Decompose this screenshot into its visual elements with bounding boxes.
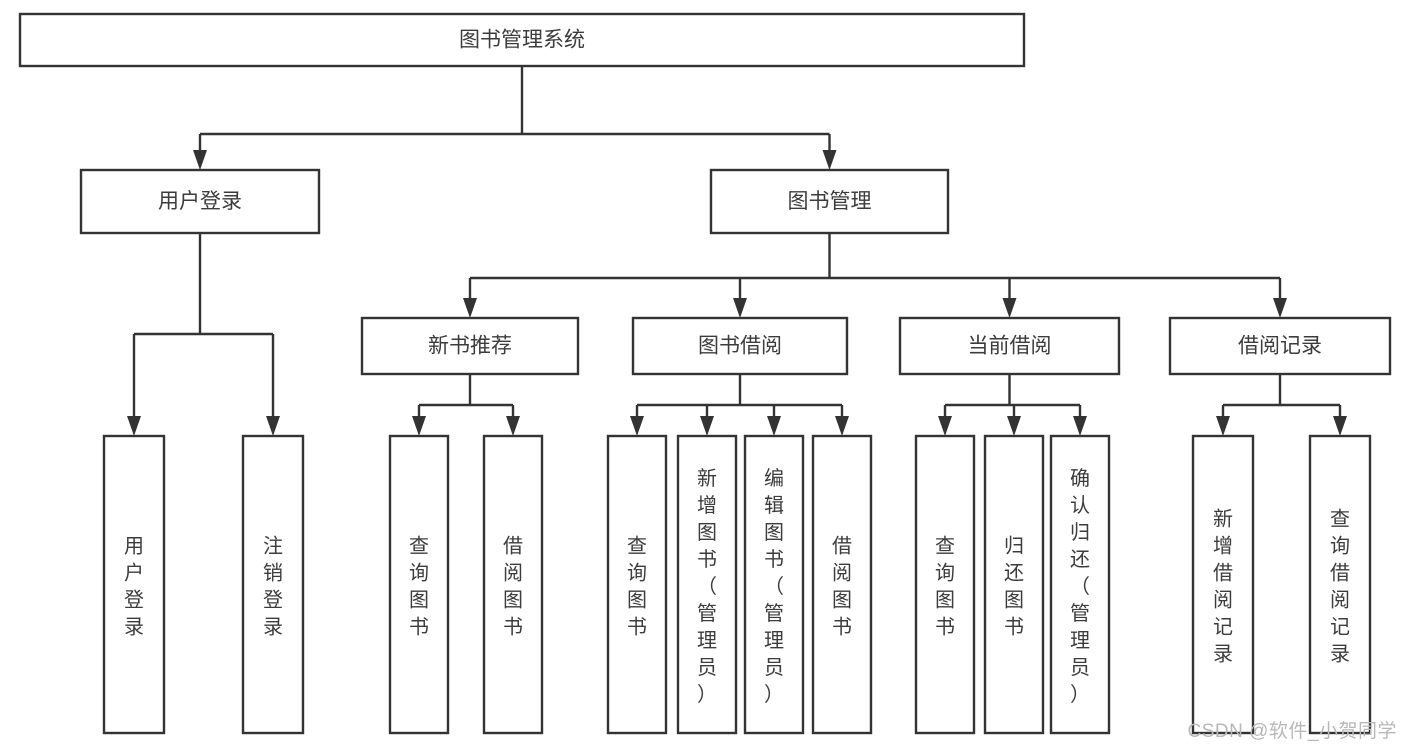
arrow-head bbox=[700, 416, 714, 436]
node-label-root: 图书管理系统 bbox=[459, 29, 585, 52]
node-box-leaf-borrow-book[interactable] bbox=[811, 434, 873, 735]
node-leaf-user-login[interactable]: 用户登录 bbox=[102, 434, 166, 735]
node-book-manage[interactable]: 图书管理 bbox=[709, 168, 950, 235]
arrow-head bbox=[463, 298, 477, 318]
node-leaf-query-borrow-record[interactable]: 查询借阅记录 bbox=[1308, 434, 1372, 735]
node-leaf-query-book-cur[interactable]: 查询图书 bbox=[914, 434, 976, 735]
node-leaf-edit-book[interactable]: 编辑图书（管理员） bbox=[743, 434, 805, 735]
arrow-head bbox=[938, 416, 952, 436]
node-box-leaf-return-book[interactable] bbox=[983, 434, 1045, 735]
arrow-head bbox=[1273, 298, 1287, 318]
arrow-head bbox=[822, 150, 837, 170]
node-box-book-manage[interactable] bbox=[709, 168, 950, 235]
node-box-leaf-query-book-cur[interactable] bbox=[914, 434, 976, 735]
node-leaf-borrow-book[interactable]: 借阅图书 bbox=[811, 434, 873, 735]
arrow-head bbox=[506, 416, 520, 436]
node-label-user-login: 用户登录 bbox=[158, 190, 242, 213]
arrow-head bbox=[127, 416, 141, 436]
edge-edge-bookborrow-to-leaves bbox=[630, 374, 849, 436]
edge-edge-currentborrow-to-leaves bbox=[938, 374, 1087, 436]
node-leaf-add-borrow-record[interactable]: 新增借阅记录 bbox=[1191, 434, 1255, 735]
node-borrow-record[interactable]: 借阅记录 bbox=[1168, 316, 1392, 376]
node-label-leaf-edit-book: 编辑图书（管理员） bbox=[764, 467, 784, 706]
node-label-leaf-query-book-rec: 查询图书 bbox=[409, 535, 429, 639]
arrow-head bbox=[630, 416, 644, 436]
node-box-leaf-edit-book[interactable] bbox=[743, 434, 805, 735]
node-box-current-borrow[interactable] bbox=[898, 316, 1121, 376]
node-label-new-book-rec: 新书推荐 bbox=[428, 335, 512, 358]
nodes-layer: 图书管理系统用户登录图书管理新书推荐图书借阅当前借阅借阅记录用户登录注销登录查询… bbox=[18, 12, 1392, 735]
node-label-leaf-user-logout: 注销登录 bbox=[263, 535, 283, 639]
node-box-leaf-borrow-book-rec[interactable] bbox=[482, 434, 544, 735]
node-label-leaf-query-borrow-record: 查询借阅记录 bbox=[1330, 508, 1350, 666]
node-box-leaf-add-borrow-record[interactable] bbox=[1191, 434, 1255, 735]
node-label-current-borrow: 当前借阅 bbox=[968, 335, 1052, 358]
node-box-leaf-query-borrow-record[interactable] bbox=[1308, 434, 1372, 735]
node-label-leaf-user-login: 用户登录 bbox=[124, 536, 144, 639]
node-box-root[interactable] bbox=[18, 12, 1026, 68]
edge-edge-userlogin-to-leaves bbox=[127, 233, 280, 436]
node-label-leaf-query-book-cur: 查询图书 bbox=[935, 535, 955, 639]
node-box-borrow-record[interactable] bbox=[1168, 316, 1392, 376]
node-label-leaf-query-book-borrow: 查询图书 bbox=[627, 535, 647, 639]
watermark-text: CSDN @软件_小贺同学 bbox=[1187, 721, 1397, 742]
arrow-head bbox=[1073, 416, 1087, 436]
node-label-leaf-return-book: 归还图书 bbox=[1004, 535, 1024, 639]
arrow-head bbox=[193, 150, 207, 170]
arrow-head bbox=[266, 416, 280, 436]
edges-layer bbox=[127, 66, 1347, 436]
node-leaf-borrow-book-rec[interactable]: 借阅图书 bbox=[482, 434, 544, 735]
arrow-head bbox=[1216, 416, 1230, 436]
node-leaf-user-logout[interactable]: 注销登录 bbox=[241, 434, 305, 735]
node-user-login[interactable]: 用户登录 bbox=[79, 168, 321, 235]
node-new-book-rec[interactable]: 新书推荐 bbox=[360, 316, 580, 376]
node-current-borrow[interactable]: 当前借阅 bbox=[898, 316, 1121, 376]
edge-edge-newbook-to-leaves bbox=[412, 374, 520, 436]
node-label-leaf-confirm-return: 确认归还（管理员） bbox=[1070, 467, 1090, 706]
node-leaf-query-book-borrow[interactable]: 查询图书 bbox=[606, 434, 668, 735]
node-label-book-borrow: 图书借阅 bbox=[698, 335, 782, 358]
node-label-book-manage: 图书管理 bbox=[788, 190, 872, 213]
arrow-head bbox=[767, 416, 781, 436]
node-label-leaf-borrow-book-rec: 借阅图书 bbox=[503, 535, 523, 639]
arrow-head bbox=[412, 416, 426, 436]
arrow-head bbox=[835, 416, 849, 436]
node-label-leaf-add-book: 新增图书（管理员） bbox=[697, 467, 717, 706]
node-box-leaf-confirm-return[interactable] bbox=[1049, 434, 1111, 735]
node-label-leaf-borrow-book: 借阅图书 bbox=[832, 535, 852, 639]
node-label-borrow-record: 借阅记录 bbox=[1238, 335, 1322, 358]
node-box-leaf-query-book-rec[interactable] bbox=[388, 434, 450, 735]
edge-edge-borrowrecord-to-leaves bbox=[1216, 374, 1347, 436]
node-box-new-book-rec[interactable] bbox=[360, 316, 580, 376]
arrow-head bbox=[1333, 416, 1347, 436]
node-label-leaf-add-borrow-record: 新增借阅记录 bbox=[1213, 508, 1233, 666]
node-leaf-query-book-rec[interactable]: 查询图书 bbox=[388, 434, 450, 735]
arrow-head bbox=[733, 298, 747, 318]
arrow-head bbox=[1002, 298, 1017, 318]
node-box-leaf-user-login[interactable] bbox=[102, 434, 166, 735]
node-leaf-add-book[interactable]: 新增图书（管理员） bbox=[676, 434, 738, 735]
node-box-leaf-query-book-borrow[interactable] bbox=[606, 434, 668, 735]
node-box-leaf-add-book[interactable] bbox=[676, 434, 738, 735]
node-box-user-login[interactable] bbox=[79, 168, 321, 235]
arrow-head bbox=[1007, 416, 1021, 436]
node-box-leaf-user-logout[interactable] bbox=[241, 434, 305, 735]
node-leaf-return-book[interactable]: 归还图书 bbox=[983, 434, 1045, 735]
node-root[interactable]: 图书管理系统 bbox=[18, 12, 1026, 68]
node-box-book-borrow[interactable] bbox=[631, 316, 849, 376]
edge-edge-bookmanage-to-level2 bbox=[463, 233, 1287, 318]
node-book-borrow[interactable]: 图书借阅 bbox=[631, 316, 849, 376]
edge-edge-root-to-level1 bbox=[193, 66, 837, 170]
node-leaf-confirm-return[interactable]: 确认归还（管理员） bbox=[1049, 434, 1111, 735]
